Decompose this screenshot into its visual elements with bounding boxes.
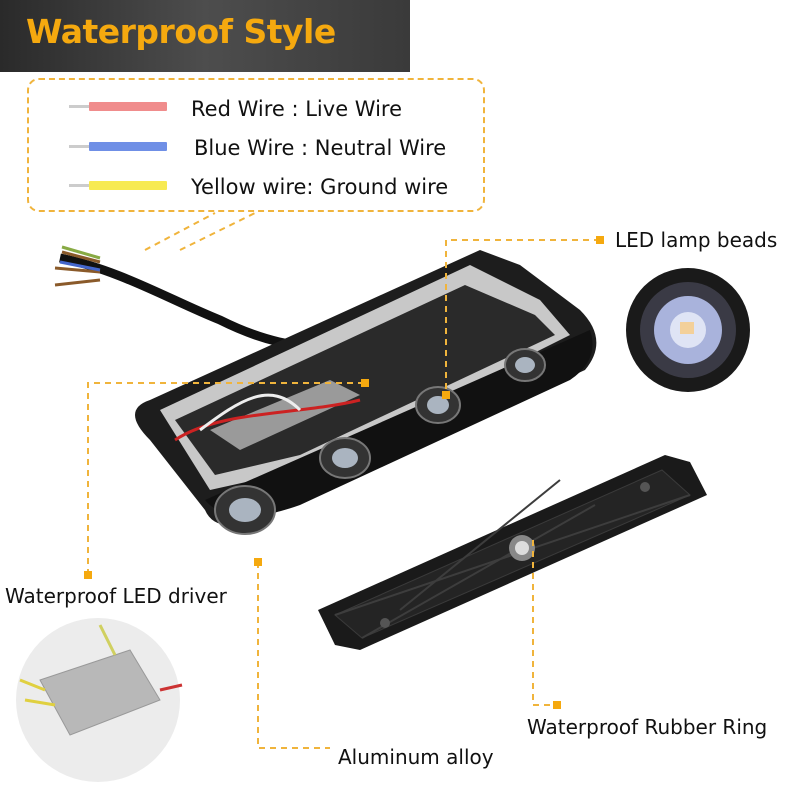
led-driver-box [210, 380, 360, 450]
lamp-body [135, 250, 597, 535]
callout-rubber-ring: Waterproof Rubber Ring [527, 715, 768, 739]
led-bead-inset [626, 268, 750, 392]
legend-item-yellow [29, 181, 167, 191]
rubber-ring [515, 541, 529, 555]
header-banner: Waterproof Style [0, 0, 410, 72]
legend-item-blue [29, 142, 167, 152]
driver-inset [16, 618, 183, 782]
page-title: Waterproof Style [26, 12, 336, 51]
legend-label-blue: Blue Wire : Neutral Wire [194, 136, 447, 160]
power-cable [59, 253, 331, 351]
callout-driver: Waterproof LED driver [5, 584, 227, 608]
legend-item-red [29, 102, 167, 112]
yellow-wire-icon [69, 181, 167, 191]
cover-plate [318, 455, 707, 650]
red-wire-icon [69, 102, 167, 112]
legend-label-red: Red Wire : Live Wire [191, 97, 403, 121]
callout-aluminum: Aluminum alloy [338, 745, 494, 769]
blue-wire-icon [69, 142, 167, 152]
callout-led-beads: LED lamp beads [615, 228, 778, 252]
wire-legend: Red Wire : Live Wire Blue Wire : Neutral… [27, 78, 485, 212]
legend-label-yellow: Yellow wire: Ground wire [191, 175, 449, 199]
